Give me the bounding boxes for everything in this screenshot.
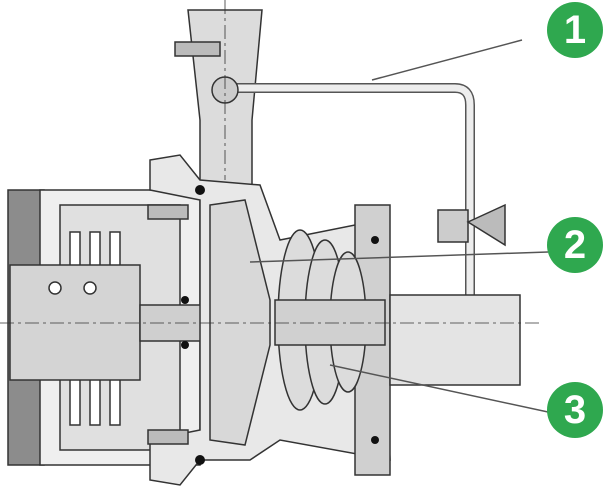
motor-shaft-hub	[9, 264, 141, 381]
seals	[181, 185, 379, 465]
callout-badge-2: 2	[547, 217, 603, 273]
bolt	[147, 429, 189, 445]
leader-line-3	[329, 364, 549, 413]
leader-line-2	[249, 251, 549, 263]
callout-badge-1: 1	[547, 2, 603, 58]
outlet-pipe	[389, 294, 521, 386]
bolt	[147, 204, 189, 220]
valve	[437, 209, 469, 243]
callout-badge-3: 3	[547, 382, 603, 438]
leader-line-1	[371, 39, 523, 81]
clamp-handle	[174, 41, 221, 57]
